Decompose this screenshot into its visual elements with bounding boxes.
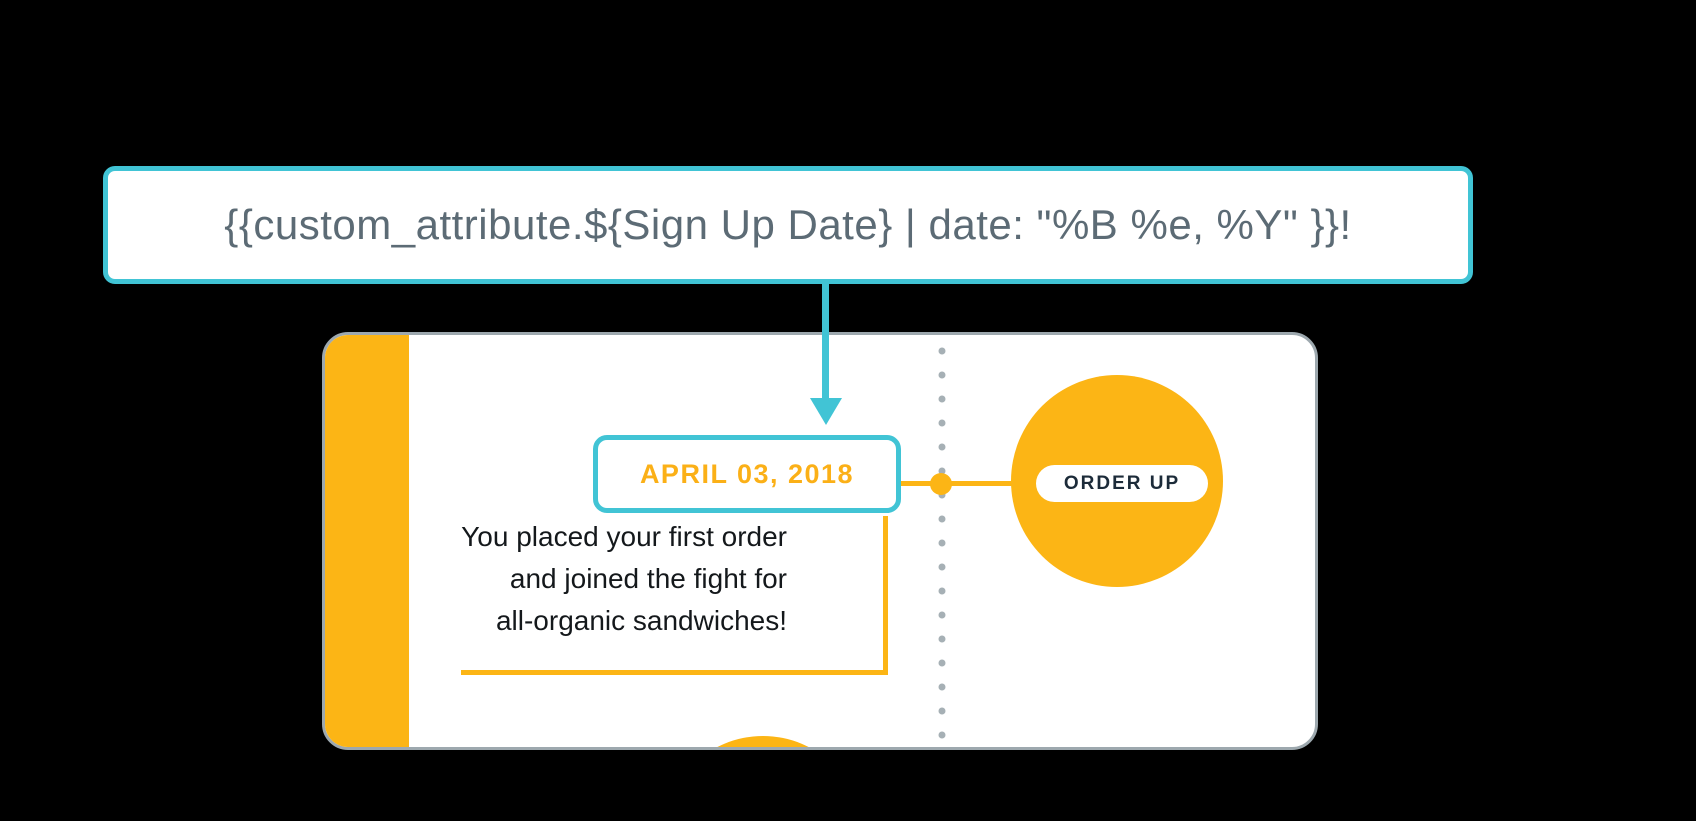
connector-dot xyxy=(930,473,952,495)
coupon-card: APRIL 03, 2018 ORDER UP You placed your … xyxy=(322,332,1318,750)
arrow-shaft xyxy=(822,284,829,400)
order-up-badge-label: ORDER UP xyxy=(1063,472,1181,494)
date-highlight-box: APRIL 03, 2018 xyxy=(593,435,901,513)
message-bracket-vertical xyxy=(883,516,888,675)
coupon-left-stripe xyxy=(325,335,409,747)
arrowhead xyxy=(810,398,842,425)
bottom-partial-circle xyxy=(663,736,863,747)
perforation-dotted-line xyxy=(938,347,946,747)
order-up-badge: ORDER UP xyxy=(1036,465,1208,502)
connector-line xyxy=(901,481,1015,486)
rendered-date-text: APRIL 03, 2018 xyxy=(639,458,855,489)
message-line: and joined the fight for xyxy=(509,563,787,594)
coupon-message: You placed your first order and joined t… xyxy=(461,516,787,642)
message-line: all-organic sandwiches! xyxy=(495,605,787,636)
message-line: You placed your first order xyxy=(461,521,787,552)
message-bracket-horizontal xyxy=(461,670,888,675)
liquid-template-box: {{custom_attribute.${Sign Up Date} | dat… xyxy=(103,166,1473,284)
liquid-template-code: {{custom_attribute.${Sign Up Date} | dat… xyxy=(224,201,1352,248)
